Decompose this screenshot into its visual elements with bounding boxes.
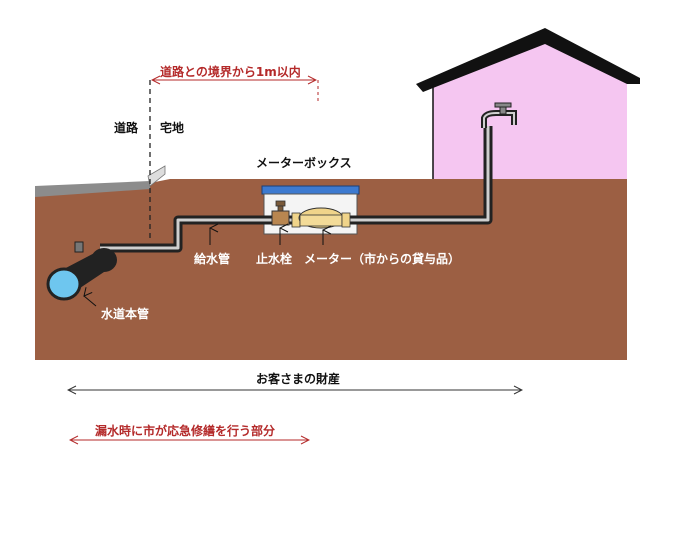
road-surface xyxy=(35,181,150,197)
boundary-range-label: 道路との境界から1m以内 xyxy=(160,64,301,79)
faucet-icon xyxy=(481,102,517,128)
meter-label: メーター（市からの貸与品） xyxy=(304,251,460,266)
house xyxy=(416,28,640,198)
meter-box-lid xyxy=(261,185,360,195)
water-meter xyxy=(291,207,351,229)
city-repair-label: 漏水時に市が応急修繕を行う部分 xyxy=(95,423,275,438)
house-wall xyxy=(433,38,627,198)
customer-property-label: お客さまの財産 xyxy=(256,371,340,386)
residential-land-label: 宅地 xyxy=(160,120,184,135)
water-main-pointer xyxy=(84,296,97,307)
road-label: 道路 xyxy=(114,120,139,135)
curb xyxy=(147,165,166,187)
water-main-label: 水道本管 xyxy=(101,306,149,321)
supply-pipe-label: 給水管 xyxy=(194,251,230,266)
house-roof xyxy=(416,28,640,92)
supply-pipe xyxy=(100,126,493,253)
water-main xyxy=(46,241,117,301)
meter-box-label: メーターボックス xyxy=(256,155,352,170)
stop-valve-label: 止水栓 xyxy=(256,251,292,266)
